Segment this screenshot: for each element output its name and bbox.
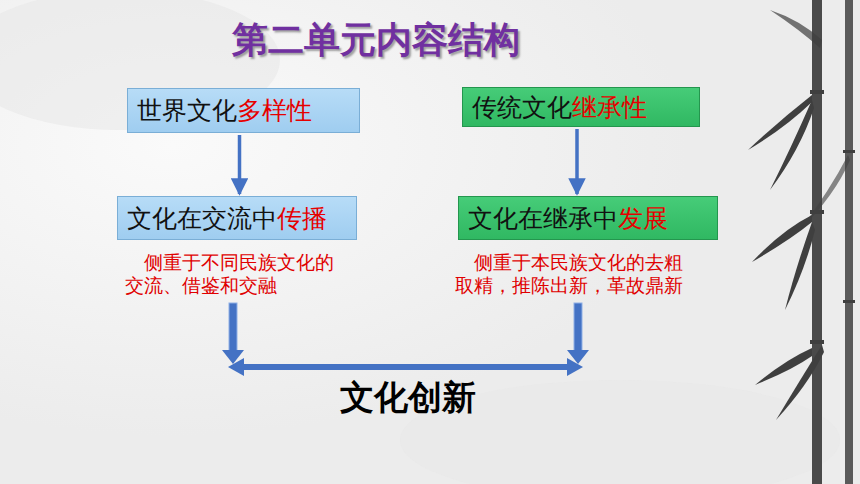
note-text: 侧重于不同民族文化的交流、借鉴和交融 bbox=[125, 251, 335, 297]
concept-box: 文化在继承中发展 bbox=[458, 196, 718, 240]
bamboo-leaf bbox=[800, 155, 850, 230]
result-text: 文化创新 bbox=[340, 377, 476, 418]
double-arrow-head bbox=[567, 358, 583, 376]
flow-arrow bbox=[575, 129, 579, 194]
bamboo-leaf bbox=[785, 222, 815, 310]
bamboo-leaf bbox=[770, 10, 822, 48]
bamboo-leaf bbox=[755, 348, 812, 385]
bamboo-stalk bbox=[812, 0, 822, 484]
bamboo-stalk bbox=[845, 0, 853, 484]
highlight-text: 多样性 bbox=[237, 94, 312, 127]
highlight-text: 传播 bbox=[277, 202, 327, 235]
bamboo-node bbox=[843, 300, 855, 303]
double-arrow-shaft bbox=[240, 364, 570, 370]
concept-box: 世界文化多样性 bbox=[127, 88, 360, 133]
box-text: 世界文化 bbox=[137, 94, 237, 127]
flow-arrow bbox=[238, 135, 242, 194]
bamboo-group bbox=[748, 0, 855, 484]
box-text: 文化在交流中 bbox=[127, 202, 277, 235]
bamboo-node bbox=[843, 150, 855, 153]
down-arrow-shaft bbox=[574, 303, 582, 351]
box-text: 传统文化 bbox=[472, 91, 572, 124]
highlight-text: 继承性 bbox=[572, 91, 647, 124]
merge-bracket bbox=[222, 303, 589, 376]
box-text: 文化在继承中 bbox=[468, 202, 618, 235]
concept-box: 传统文化继承性 bbox=[462, 87, 700, 127]
concept-box: 文化在交流中传播 bbox=[117, 196, 357, 240]
note-text: 侧重于本民族文化的去粗取精，推陈出新，革故鼎新 bbox=[455, 251, 691, 297]
down-arrow-shaft bbox=[229, 303, 237, 351]
diagram-title: 第二单元内容结构 bbox=[232, 16, 520, 65]
highlight-text: 发展 bbox=[618, 202, 668, 235]
bamboo-node bbox=[810, 340, 824, 344]
bamboo-node bbox=[810, 90, 824, 94]
bamboo-leaf bbox=[770, 100, 814, 190]
double-arrow-head bbox=[228, 358, 244, 376]
